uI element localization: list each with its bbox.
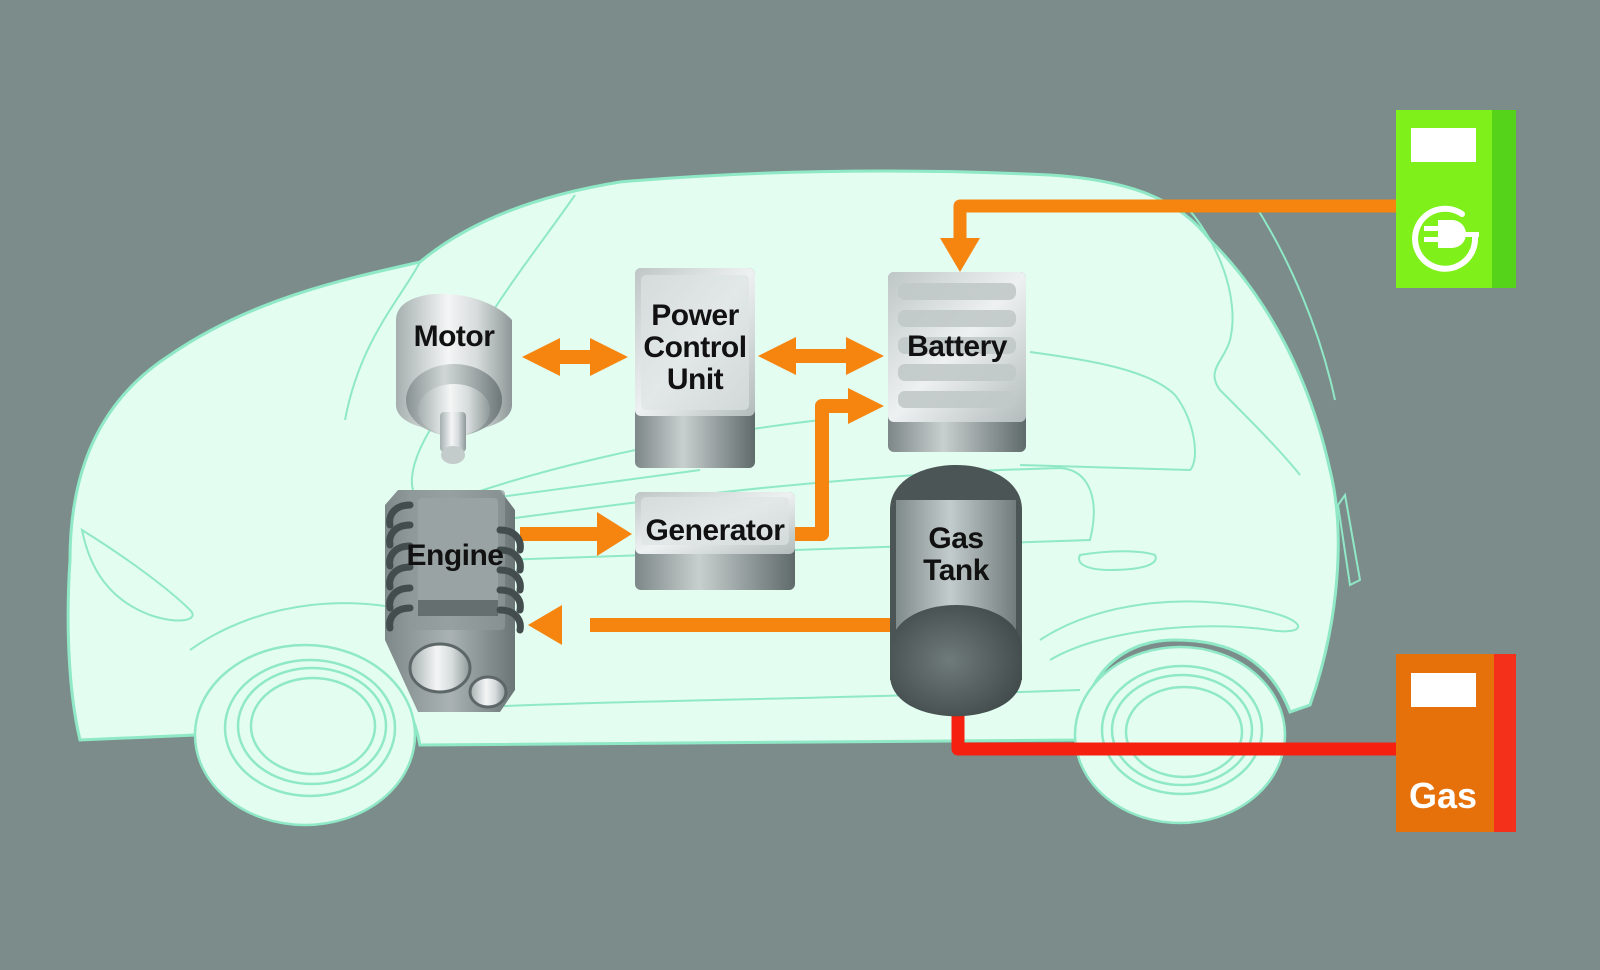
gas-tank-label-line1: Gas [928,522,983,555]
pcu-label-line2: Control [643,331,746,364]
flow-arrows [520,199,1398,756]
battery[interactable]: Battery [888,272,1026,452]
generator[interactable]: Generator [635,492,795,590]
arrow-tank-engine-head [528,605,562,645]
generator-label: Generator [646,514,786,547]
ev-charger-station[interactable] [1396,110,1516,288]
pcu-label-line3: Unit [667,363,724,396]
battery-label: Battery [907,330,1008,363]
arrow-pump-tank [951,705,1398,756]
gas-pump-label: Gas [1409,775,1477,816]
arrow-engine-generator [520,512,632,556]
arrow-charger-battery [953,199,1398,250]
power-control-unit[interactable]: Power Control Unit [635,268,755,468]
charger-display [1411,128,1476,162]
ev-plug-icon [1412,205,1479,272]
arrow-pcu-battery [758,337,884,375]
gas-tank[interactable]: Gas Tank [890,465,1022,717]
gas-pump-display [1411,673,1476,707]
rear-wheel [1073,645,1287,825]
engine-cooling-fins [386,501,524,634]
engine[interactable]: Engine [385,490,524,712]
arrow-motor-pcu [522,338,628,376]
pcu-label-line1: Power [651,299,739,332]
motor-label: Motor [414,320,496,353]
gas-pump-station[interactable]: Gas [1396,654,1516,832]
motor[interactable]: Motor [396,293,512,464]
gas-tank-label-line2: Tank [923,554,990,587]
arrow-generator-battery [793,399,850,541]
arrow-generator-battery-head [848,388,884,424]
arrow-charger-battery-head [940,238,980,272]
arrow-tank-engine-shaft [590,618,900,632]
front-wheel [193,643,417,827]
engine-label: Engine [406,539,503,572]
